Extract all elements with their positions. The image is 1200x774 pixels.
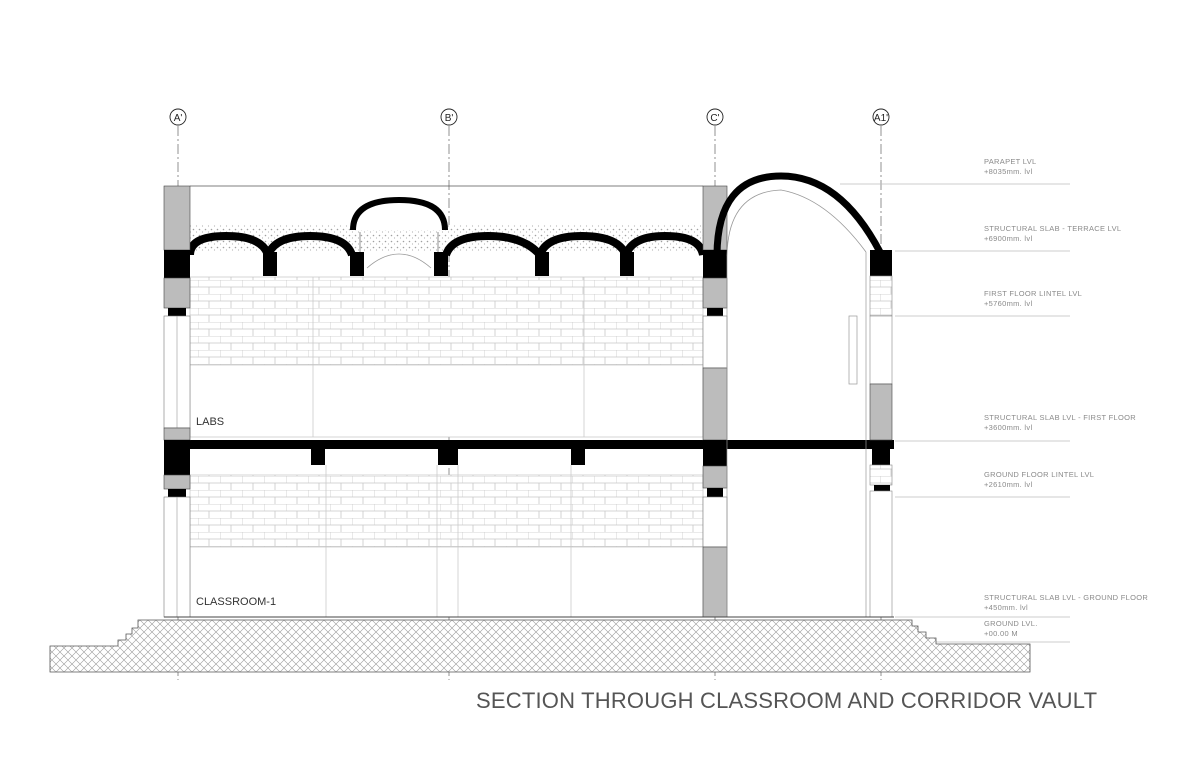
first-floor-brickwork	[189, 276, 704, 366]
axis-bubble-a-prime: A'	[169, 108, 187, 126]
level-name-ff-lintel: FIRST FLOOR LINTEL LVL	[984, 289, 1082, 298]
level-name-first-floor: STRUCTURAL SLAB LVL - FIRST FLOOR	[984, 413, 1136, 422]
level-lines	[840, 183, 1070, 643]
raised-vault	[350, 196, 448, 231]
wall-axis-a1-prime	[869, 250, 893, 618]
level-value-ff-lintel: +5760mm. lvl	[984, 299, 1032, 308]
corridor-vault	[713, 172, 884, 617]
classroom-vaults	[186, 231, 707, 258]
axis-label-a-prime: A'	[174, 113, 183, 124]
level-name-ground-floor: STRUCTURAL SLAB LVL - GROUND FLOOR	[984, 593, 1148, 602]
axis-bubble-b-prime: B'	[440, 108, 458, 126]
drawing-title: SECTION THROUGH CLASSROOM AND CORRIDOR V…	[476, 688, 1097, 713]
axis-label-a1-prime: A1'	[874, 113, 888, 124]
first-floor-slab	[164, 440, 894, 449]
level-name-parapet: PARAPET LVL	[984, 157, 1037, 166]
axis-label-b-prime: B'	[445, 113, 454, 124]
room-label-classroom: CLASSROOM-1	[196, 596, 276, 608]
level-value-terrace: +6900mm. lvl	[984, 234, 1032, 243]
level-value-parapet: +8035mm. lvl	[984, 167, 1032, 176]
axis-label-c-prime: C'	[710, 113, 719, 124]
wall-axis-a-prime	[163, 185, 191, 618]
level-value-gf-lintel: +2610mm. lvl	[984, 480, 1032, 489]
level-value-ground: +00.00 M	[984, 629, 1018, 638]
level-value-ground-floor: +450mm. lvl	[984, 603, 1028, 612]
level-value-first-floor: +3600mm. lvl	[984, 423, 1032, 432]
room-label-labs: LABS	[196, 416, 224, 428]
level-name-gf-lintel: GROUND FLOOR LINTEL LVL	[984, 470, 1094, 479]
level-name-ground: GROUND LVL.	[984, 619, 1038, 628]
level-labels: PARAPET LVL +8035mm. lvl STRUCTURAL SLAB…	[984, 157, 1148, 638]
axis-bubble-a1-prime: A1'	[872, 108, 890, 126]
ground-earth	[49, 619, 1031, 673]
ground-floor-brickwork	[189, 474, 704, 548]
axis-bubble-c-prime: C'	[706, 108, 724, 126]
wall-axis-c-prime	[702, 185, 728, 618]
level-name-terrace: STRUCTURAL SLAB - TERRACE LVL	[984, 224, 1121, 233]
